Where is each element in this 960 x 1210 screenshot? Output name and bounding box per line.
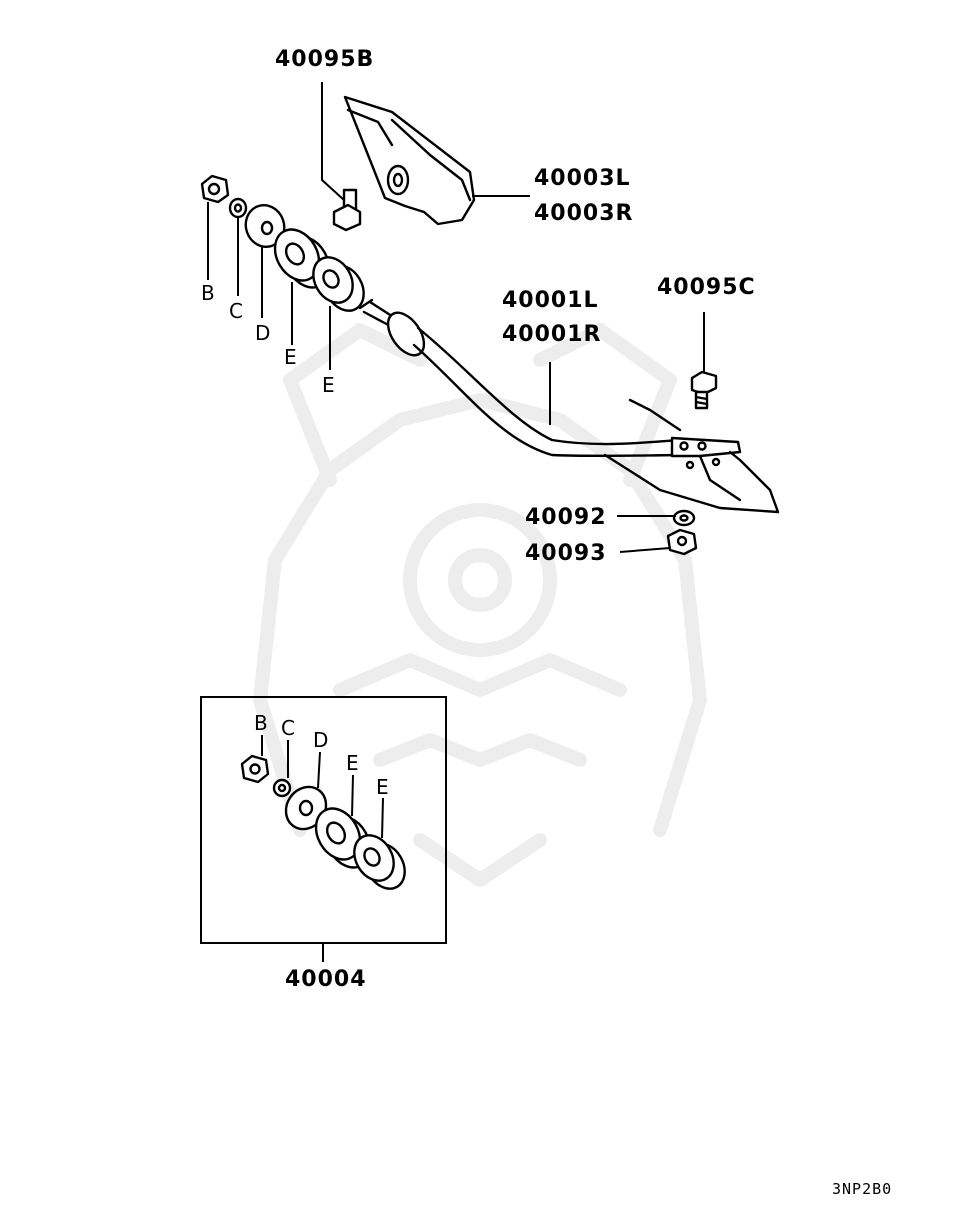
bolt-right-part <box>690 370 718 410</box>
nut-b-part <box>200 174 230 204</box>
washer-40092-part <box>672 509 696 527</box>
callout-40092: 40092 <box>525 505 607 530</box>
kit-letter-c: C <box>281 716 295 740</box>
kit-bushing-e2-part <box>353 834 406 890</box>
bracket-part <box>343 95 476 226</box>
letter-d: D <box>255 321 270 345</box>
kit-letter-e1: E <box>346 751 359 775</box>
kit-nut-b-part <box>240 754 270 784</box>
bolt-upper-part <box>332 188 362 232</box>
callout-40093: 40093 <box>525 541 607 566</box>
bushing-e2-part <box>312 256 365 312</box>
letter-c: C <box>229 299 243 323</box>
washer-c-part <box>228 197 248 219</box>
nut-40093-part <box>666 528 698 556</box>
kit-washer-c-part <box>272 778 292 798</box>
callout-40001l: 40001L <box>502 288 599 313</box>
callout-40001r: 40001R <box>502 322 601 347</box>
letter-e1: E <box>284 345 297 369</box>
strut-rod-part <box>358 298 742 458</box>
kit-letter-e2: E <box>376 775 389 799</box>
diagram-code: 3NP2B0 <box>832 1180 892 1198</box>
watermark-logo <box>253 323 707 887</box>
letter-e2: E <box>322 373 335 397</box>
kit-bushing-e1-part <box>314 807 372 869</box>
callout-40095c: 40095C <box>657 275 756 300</box>
callout-40004: 40004 <box>285 967 367 992</box>
washer-d-part <box>244 204 286 248</box>
leader-lines <box>207 82 705 553</box>
callout-40003l: 40003L <box>534 166 631 191</box>
frame-part <box>603 398 780 514</box>
kit-letter-d: D <box>313 728 328 752</box>
kit-leader-lines <box>261 735 384 839</box>
kit-letter-b: B <box>254 711 268 735</box>
letter-b: B <box>201 281 215 305</box>
callout-40003r: 40003R <box>534 201 633 226</box>
callout-40095b: 40095B <box>275 47 374 72</box>
kit-washer-d-part <box>284 785 328 831</box>
